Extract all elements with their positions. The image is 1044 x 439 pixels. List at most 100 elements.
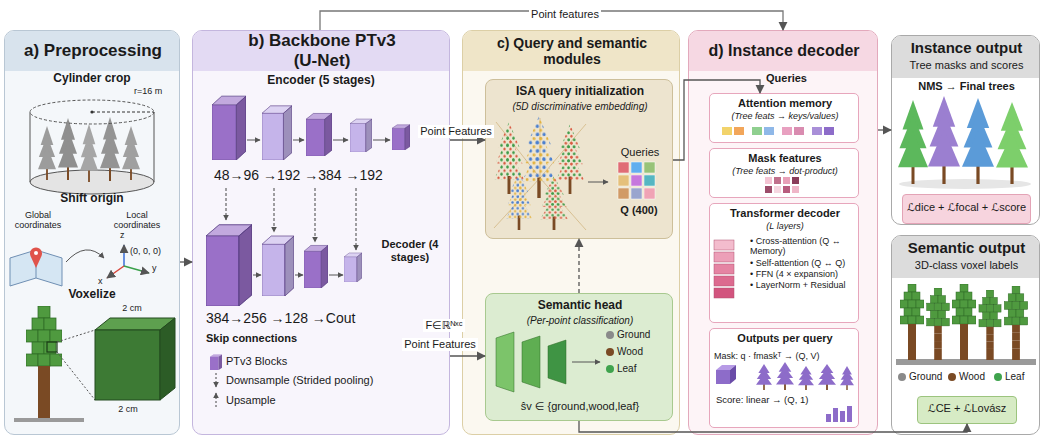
text-holder: Point Features (398, 334, 482, 352)
text-holder: Decoder (4 stages) (372, 238, 448, 263)
skip-connections (356, 188, 357, 250)
diagram-label: z (120, 230, 130, 240)
point-cloud-trees (496, 122, 540, 178)
mask-grid (765, 177, 799, 193)
node-text: • Cross-attention (Q ↔ Memory) (750, 236, 856, 257)
query-grid (631, 188, 642, 199)
node-text: • FFN (4 × expansion) (750, 269, 856, 279)
connector (320, 11, 783, 30)
mask-grid (783, 177, 790, 184)
mask-grid (792, 186, 799, 193)
legend-icons (216, 393, 217, 407)
text-holder: ℒdice + ℒfocal + ℒscore (903, 195, 1030, 219)
query-grid (618, 188, 629, 199)
cylinder-crop (30, 100, 154, 124)
cylinder-crop (100, 117, 120, 181)
legend-text: Leaf (617, 363, 636, 375)
stage-arrows (293, 140, 304, 141)
text-holder: (Tree feats → dot-product) (712, 166, 858, 176)
query-grid (644, 188, 655, 199)
connector (579, 421, 967, 432)
text-holder: • Cross-attention (Q ↔ Memory) (750, 236, 856, 257)
text-holder: (L layers) (712, 221, 858, 231)
point-cloud-trees (522, 116, 556, 198)
legend-item: Upsample (226, 394, 276, 407)
node-title: Transformer decoder (712, 207, 858, 220)
layer-stack (714, 264, 734, 274)
ptv3-blocks (304, 245, 328, 288)
text-holder: • LayerNorm + Residual (750, 280, 856, 290)
legend-icons (216, 373, 217, 387)
query-grid (631, 175, 642, 186)
shift-origin-icon (10, 250, 62, 286)
decoder-box: Attention memory(Tree feats → keys/value… (709, 93, 859, 143)
voxel-tree (57, 330, 95, 342)
stage-arrows (333, 140, 348, 141)
legend-text: Ground (617, 329, 650, 341)
mask-grid (774, 186, 781, 193)
semantic-layers (548, 340, 566, 384)
ptv3-blocks (212, 96, 246, 160)
legend-item: Ground (898, 371, 942, 383)
node-text: Queries (612, 146, 668, 159)
text-holder: 48→96 →192 →384 →192 (214, 167, 444, 183)
legend-item: Leaf (606, 363, 636, 375)
memory-tokens (764, 127, 774, 135)
connector (450, 355, 485, 356)
stage-arrows (295, 275, 303, 276)
text-holder: Mask: q · fmaskᵀ → (Q, V) (714, 351, 856, 361)
text-holder: Instance output (894, 39, 1039, 56)
memory-tokens (722, 127, 732, 135)
shift-origin-icon (123, 245, 125, 266)
module-box: Semantic head(Per-point classification)ŝ… (485, 293, 673, 421)
text-holder: Cylinder crop (4, 72, 180, 86)
diagram-label: F∈ℝᴺˣᶜ (423, 319, 464, 332)
cylinder-crop (30, 170, 154, 194)
node-title: ISA query initialization (488, 85, 672, 99)
text-holder: x (98, 276, 108, 286)
diagram-label: 48→96 →192 →384 →192 (214, 167, 444, 183)
text-holder: Point features (520, 4, 610, 22)
legend-icons (210, 355, 222, 407)
node-title: a) Preprocessing (24, 41, 162, 61)
semantic-voxel-trees (952, 284, 976, 360)
semantic-layers (522, 336, 540, 388)
diagram-label: 384→256 →128 →Cout (206, 310, 406, 326)
node-text: • LayerNorm + Residual (750, 280, 856, 290)
query-grid (644, 162, 655, 173)
diagram-label: x (98, 276, 108, 286)
decoder-box: Outputs per queryMask: q · fmaskᵀ → (Q, … (709, 328, 859, 428)
instance-trees (898, 100, 928, 184)
cylinder-crop (30, 112, 31, 182)
connector (450, 139, 485, 140)
node-text: Mask: q · fmaskᵀ → (Q, V) (714, 351, 856, 361)
text-holder: Queries (766, 72, 826, 85)
text-holder: Encoder (5 stages) (192, 74, 450, 88)
ptv3-blocks (392, 125, 410, 150)
point-cloud-trees (494, 116, 608, 230)
edge-label: Point Features (402, 338, 478, 351)
legend-swatch (606, 365, 614, 373)
text-holder: 3D-class voxel labels (894, 259, 1039, 272)
connector (180, 261, 192, 262)
node-text: Q (400) (608, 204, 670, 217)
diagram-label: Voxelize (4, 288, 180, 302)
layer-stack (714, 276, 734, 286)
memory-tokens (722, 127, 834, 135)
cylinder-crop (92, 112, 154, 113)
shift-origin-icon (107, 266, 124, 278)
layer-stack (714, 252, 734, 262)
layer-stack (714, 288, 734, 298)
output-icons (730, 365, 736, 384)
mask-grid (765, 186, 772, 193)
mask-grid (774, 177, 781, 184)
ptv3-blocks (206, 96, 410, 306)
text-holder: 384→256 →128 →Cout (206, 310, 406, 326)
text-holder: Transformer decoder (712, 207, 858, 220)
ptv3-blocks (262, 236, 294, 296)
text-holder: Semantic output (894, 239, 1039, 256)
text-holder: (0, 0, 0) (130, 246, 178, 256)
edge-label: Point features (529, 8, 601, 21)
skip-connections (226, 188, 356, 250)
